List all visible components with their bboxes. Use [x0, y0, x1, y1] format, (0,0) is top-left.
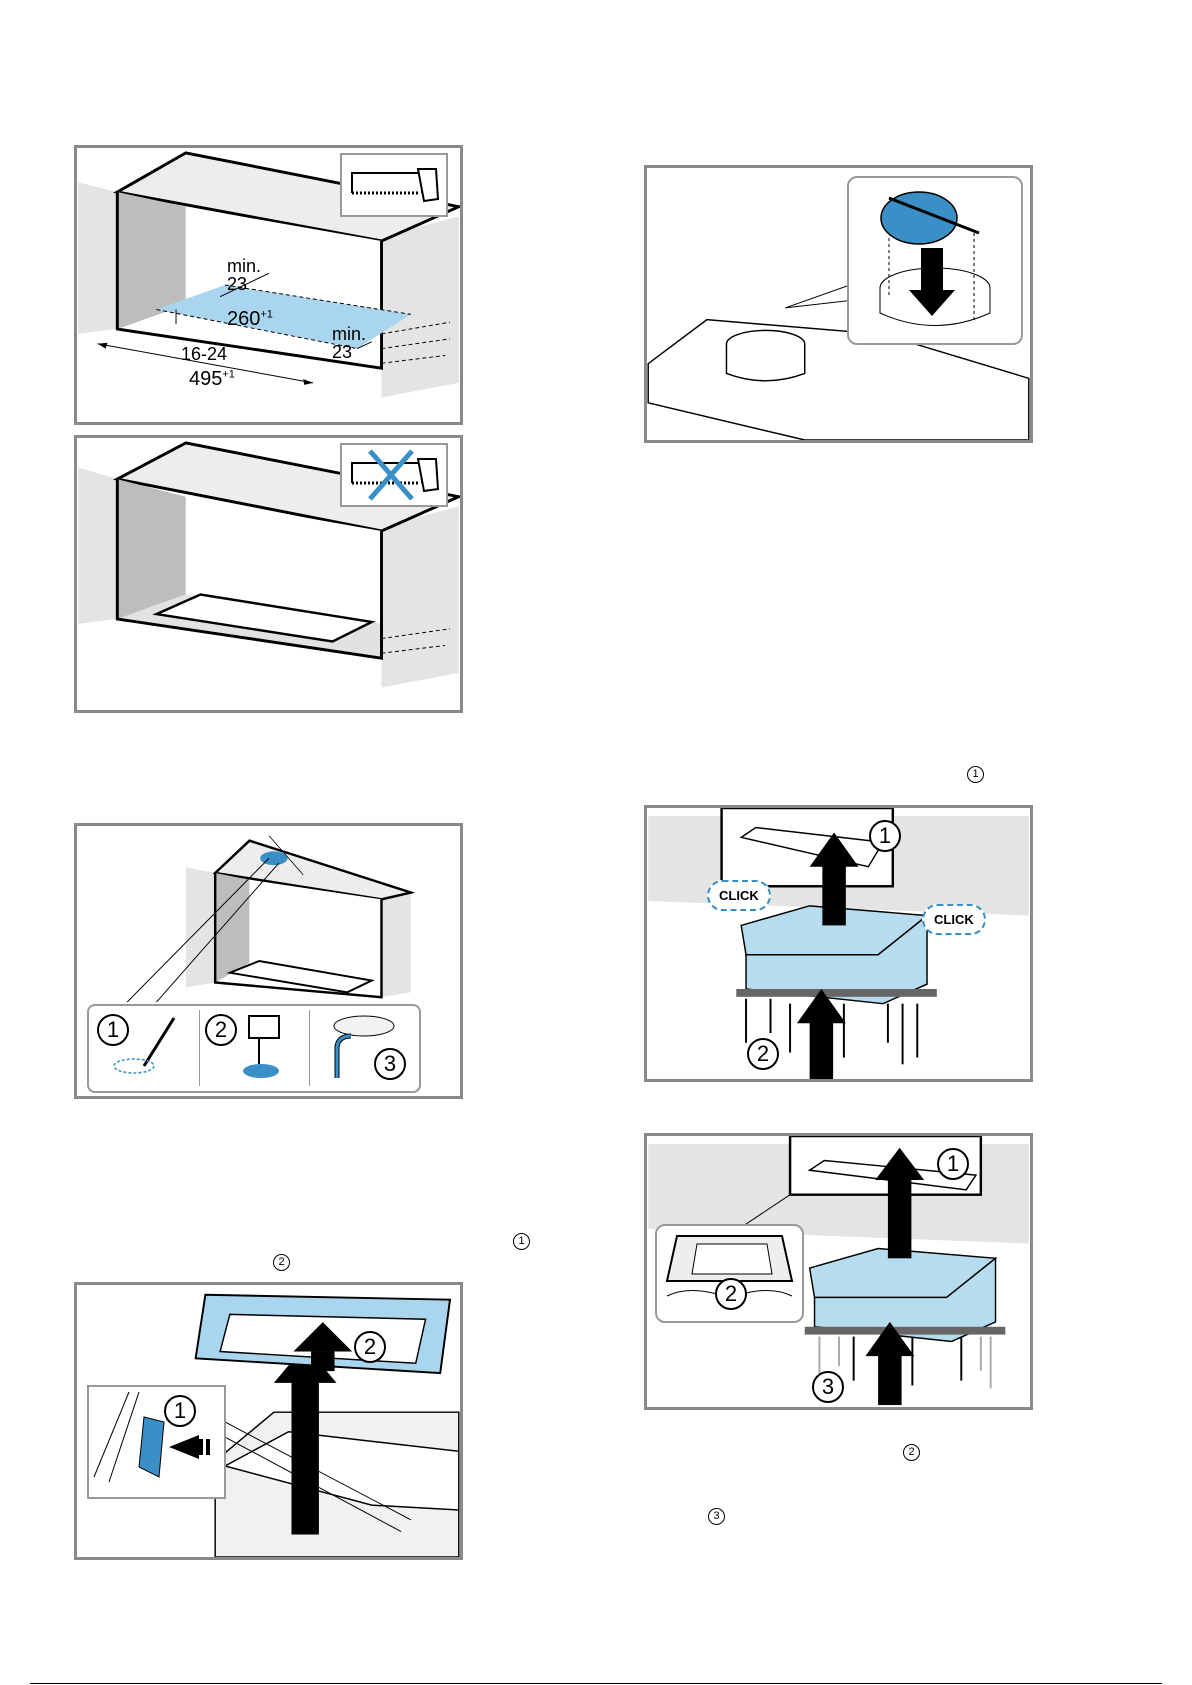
flap-inset	[847, 176, 1023, 345]
inline-ref-g-2: 2	[903, 1444, 920, 1461]
panel-cabinet-no-cut	[74, 435, 463, 713]
inline-ref-d-1: 1	[513, 1233, 530, 1250]
tolerance-260: +1	[260, 308, 273, 320]
panel-remove-filter: 1 2	[74, 1282, 463, 1560]
step-number-2: 2	[354, 1331, 386, 1363]
step-number-2: 2	[715, 1278, 747, 1310]
label-23-left: 23	[227, 274, 247, 295]
step-number-3: 3	[812, 1371, 844, 1403]
filter-latch-inset: 2	[655, 1224, 804, 1323]
label-260: 260+1	[227, 308, 273, 331]
panel-backflow-flap	[644, 165, 1033, 443]
inline-ref-g-3: 3	[708, 1508, 725, 1525]
panel-cutout-dimensions: min. 23 260+1 min. 23 16-24 495+1	[74, 145, 463, 425]
panel-hood-click: CLICK CLICK 1 2	[644, 805, 1033, 1082]
value-495: 495	[189, 368, 222, 390]
label-16-24: 16-24	[181, 344, 227, 365]
saw-icon	[340, 153, 448, 217]
step-number-2: 2	[205, 1014, 237, 1046]
no-saw-icon	[340, 443, 448, 507]
step-number-1: 1	[869, 820, 901, 852]
page-bottom-rule	[30, 1683, 1162, 1684]
step-inset-box: 1 2 3	[87, 1004, 421, 1093]
value-260: 260	[227, 308, 260, 330]
step-number-1: 1	[937, 1148, 969, 1180]
tolerance-495: +1	[222, 368, 235, 380]
latch-inset: 1	[87, 1385, 226, 1499]
click-label-right: CLICK	[922, 904, 986, 935]
step-number-1: 1	[164, 1395, 196, 1427]
click-label-left: CLICK	[707, 880, 771, 911]
hood-install-drawing	[647, 808, 1030, 1079]
panel-hood-fasten: 2 1 3	[644, 1133, 1033, 1410]
step-number-2: 2	[747, 1038, 779, 1070]
step-number-3: 3	[374, 1048, 406, 1080]
inline-ref-d-2: 2	[273, 1254, 290, 1271]
panel-cut-steps: 1 2 3	[74, 823, 463, 1099]
label-23-right: 23	[332, 342, 352, 363]
step-number-1: 1	[97, 1014, 129, 1046]
inline-ref-f-1: 1	[967, 766, 984, 783]
label-495: 495+1	[189, 368, 235, 391]
